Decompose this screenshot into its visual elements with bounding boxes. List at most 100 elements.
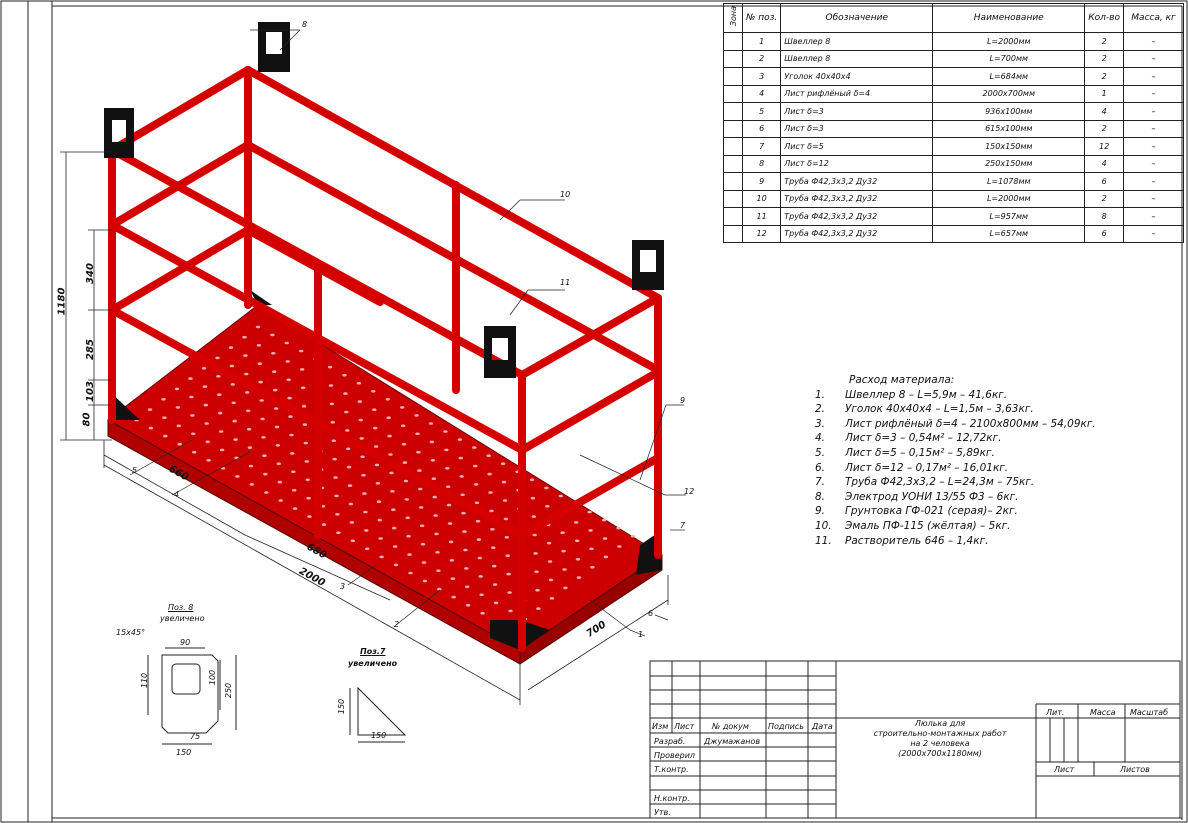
tread-hole: [392, 545, 398, 548]
tb-approved: Утв.: [654, 808, 671, 817]
tread-hole: [358, 418, 363, 422]
header-mass: Масса, кг: [1122, 3, 1184, 33]
tread-hole: [191, 432, 196, 436]
detail8-d75: 75: [190, 732, 201, 741]
tread-hole: [364, 529, 369, 532]
tread-hole: [492, 583, 498, 586]
tb-developed: Разраб.: [654, 737, 686, 746]
tread-hole: [480, 611, 485, 615]
tread-hole: [346, 465, 352, 469]
material-text: Электрод УОНИ 13/55 Ф3 – 6кг.: [845, 490, 1019, 503]
detail8-d90: 90: [180, 638, 191, 647]
tb-title-line: (2000х700х1180мм): [898, 749, 982, 758]
tread-hole: [386, 416, 391, 420]
spec-cell-name: 615х100мм: [932, 119, 1086, 138]
spec-cell-mass: –: [1122, 137, 1184, 156]
tread-hole: [434, 532, 439, 536]
tread-hole: [558, 494, 563, 498]
tread-hole: [405, 516, 410, 520]
spec-cell-mass: –: [1122, 119, 1184, 138]
spec-cell-name: L=700мм: [932, 49, 1086, 68]
tread-hole: [374, 463, 380, 467]
dim-103: 103: [84, 381, 96, 402]
tread-hole: [372, 408, 377, 412]
tread-hole: [248, 464, 254, 468]
spec-cell-pos: 7: [741, 137, 782, 156]
tread-hole: [300, 386, 306, 390]
tread-hole: [291, 470, 296, 474]
material-item: 9.Грунтовка ГФ-021 (серая)– 2кг.: [815, 504, 1096, 519]
tread-hole: [400, 406, 405, 409]
tread-hole: [245, 391, 250, 394]
material-item: 8.Электрод УОНИ 13/55 Ф3 – 6кг.: [815, 490, 1096, 505]
tb-tcontrol: Т.контр.: [654, 765, 689, 774]
tread-hole: [420, 542, 426, 546]
spec-cell-zone: [723, 32, 743, 51]
tread-hole: [504, 536, 509, 539]
detail7-title: Поз.7: [360, 647, 386, 656]
tread-hole: [348, 502, 354, 506]
tread-hole: [163, 434, 168, 438]
spec-cell-zone: [723, 137, 743, 156]
tread-hole: [501, 480, 507, 484]
tread-hole: [379, 555, 384, 559]
tread-hole: [589, 547, 594, 551]
material-item: 4.Лист δ=3 – 0,54м² – 12,72кг.: [815, 431, 1096, 446]
tread-hole: [305, 478, 310, 482]
tread-hole: [365, 547, 370, 551]
tread-hole: [562, 568, 567, 571]
header-qty: Кол-во: [1084, 3, 1124, 33]
tread-hole: [243, 354, 248, 357]
tread-hole: [451, 595, 456, 599]
material-item: 6.Лист δ=12 – 0,17м² – 16,01кг.: [815, 461, 1096, 476]
tread-hole: [335, 513, 340, 516]
tread-hole: [588, 529, 593, 532]
tread-hole: [446, 485, 451, 489]
material-text: Труба Ф42,3х3,2 – L=24,3м – 75кг.: [845, 476, 1035, 489]
tread-hole: [301, 404, 307, 408]
spec-cell-pos: 8: [741, 154, 782, 173]
tread-hole: [462, 530, 467, 533]
tread-hole: [563, 586, 568, 590]
tread-hole: [357, 400, 362, 403]
material-item: 3.Лист рифлёный δ=4 – 2100х800мм – 54,09…: [815, 417, 1096, 432]
specification-table: Зона № поз. Обозначение Наименование Кол…: [723, 3, 1184, 243]
tread-hole: [463, 548, 468, 552]
tread-hole: [306, 496, 311, 500]
tread-hole: [502, 499, 508, 502]
callout-9: 9: [680, 396, 686, 405]
tread-hole: [535, 588, 540, 592]
tread-hole: [474, 501, 480, 505]
tread-hole: [418, 487, 423, 491]
tb-massa: Масса: [1090, 708, 1116, 717]
lifting-eye: [258, 22, 290, 72]
tread-hole: [256, 344, 262, 347]
tread-hole: [246, 409, 251, 413]
tb-title-line: строительно-монтажных работ: [873, 729, 1007, 738]
tread-hole: [536, 607, 541, 610]
frame-tubes: [108, 66, 662, 652]
tread-hole: [506, 572, 511, 576]
tread-hole: [302, 423, 308, 426]
tread-hole: [477, 556, 482, 560]
spec-cell-mass: –: [1122, 224, 1184, 243]
tread-hole: [261, 436, 266, 439]
tread-hole: [219, 430, 224, 433]
tread-hole: [361, 473, 366, 477]
spec-cell-mass: –: [1122, 189, 1184, 208]
tread-hole: [257, 362, 262, 366]
tread-hole: [460, 493, 465, 497]
tread-hole: [288, 415, 293, 418]
spec-cell-qty: 1: [1084, 84, 1124, 103]
tread-hole: [229, 364, 235, 368]
tread-hole: [192, 450, 197, 454]
tread-hole: [533, 552, 538, 555]
tread-hole: [371, 390, 376, 393]
spec-cell-zone: [723, 49, 743, 68]
callout-7: 7: [680, 521, 686, 530]
tread-hole: [419, 506, 424, 509]
tread-hole: [575, 557, 581, 561]
